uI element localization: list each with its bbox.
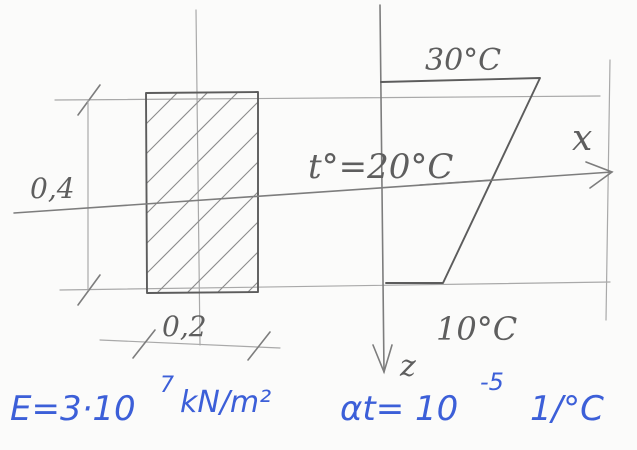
modulus-unit: kN/m² (180, 385, 271, 420)
x-axis-line (13, 171, 613, 214)
x-axis-label: x (572, 118, 592, 159)
height-label: 0,4 (30, 172, 75, 205)
guide-top (54, 95, 601, 101)
guide-vertical (195, 9, 201, 346)
formula-line: E=3·10 7 kN/m² αt= 10 -5 1/°C (10, 368, 604, 429)
x-axis-arrowhead (585, 161, 614, 189)
alpha-text: αt= 10 (340, 389, 458, 429)
bottom-temperature-label: 10°C (436, 310, 517, 348)
guide-dim (99, 339, 281, 349)
x-axis (13, 161, 614, 214)
tick-left (132, 329, 156, 359)
dimension-ticks (77, 84, 271, 361)
tick-top (77, 84, 101, 116)
guide-bottom (59, 281, 611, 291)
alpha-unit: 1/°C (530, 389, 604, 429)
temperature-diagram (380, 77, 541, 284)
tick-right (247, 331, 271, 361)
z-axis-line (379, 4, 385, 373)
top-temperature-label: 30°C (425, 43, 501, 78)
cross-section-outline (145, 91, 259, 294)
modulus-text: E=3·10 (10, 389, 136, 429)
alpha-exponent: -5 (480, 368, 504, 396)
width-label: 0,2 (162, 310, 207, 343)
modulus-exponent: 7 (160, 373, 174, 398)
tick-bottom (77, 274, 101, 306)
temperature-midline (419, 179, 493, 186)
guide-right (605, 59, 611, 321)
z-axis-label: z (399, 349, 416, 384)
middle-temperature-label: t°=20°C (308, 147, 453, 187)
z-axis (372, 4, 393, 375)
guide-lines (54, 9, 611, 349)
z-axis-arrowhead (372, 344, 393, 375)
cross-section (145, 91, 259, 294)
